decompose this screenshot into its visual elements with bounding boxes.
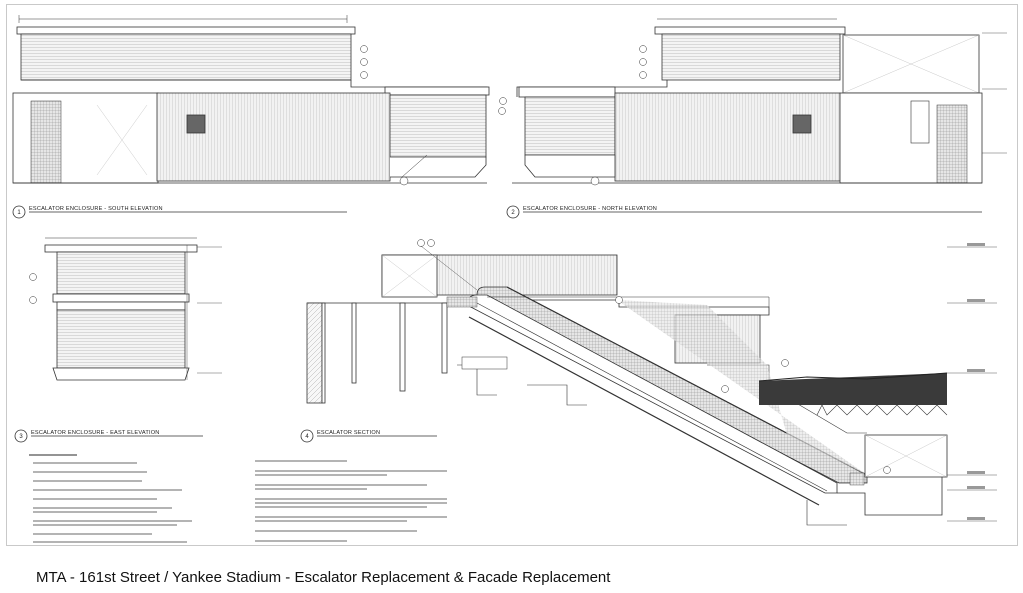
- architectural-drawing: 1 ESCALATOR ENCLOSURE - SOUTH ELEVATION …: [12, 15, 1007, 543]
- view-2-title-text: ESCALATOR ENCLOSURE - NORTH ELEVATION: [523, 206, 657, 212]
- view-2-number: 2: [511, 210, 515, 216]
- view-1-number: 1: [17, 210, 21, 216]
- escalator-section-view: [306, 239, 997, 526]
- south-elevation-view: [12, 15, 506, 186]
- view-4-number: 4: [305, 434, 309, 440]
- view-4-title: 4 ESCALATOR SECTION: [300, 429, 437, 443]
- general-notes-right: [255, 460, 447, 542]
- view-4-title-text: ESCALATOR SECTION: [317, 430, 380, 436]
- general-notes-left: [29, 454, 192, 543]
- view-1-title-text: ESCALATOR ENCLOSURE - SOUTH ELEVATION: [29, 206, 163, 212]
- view-3-title: 3 ESCALATOR ENCLOSURE - EAST ELEVATION: [14, 429, 203, 443]
- view-1-title: 1 ESCALATOR ENCLOSURE - SOUTH ELEVATION: [12, 205, 347, 219]
- north-elevation-view: [499, 18, 1007, 186]
- view-3-number: 3: [19, 434, 23, 440]
- drawing-sheet: 1 ESCALATOR ENCLOSURE - SOUTH ELEVATION …: [6, 4, 1018, 546]
- view-2-title: 2 ESCALATOR ENCLOSURE - NORTH ELEVATION: [506, 205, 982, 219]
- east-elevation-view: [29, 237, 222, 381]
- view-3-title-text: ESCALATOR ENCLOSURE - EAST ELEVATION: [31, 430, 160, 436]
- image-caption: MTA - 161st Street / Yankee Stadium - Es…: [36, 569, 611, 586]
